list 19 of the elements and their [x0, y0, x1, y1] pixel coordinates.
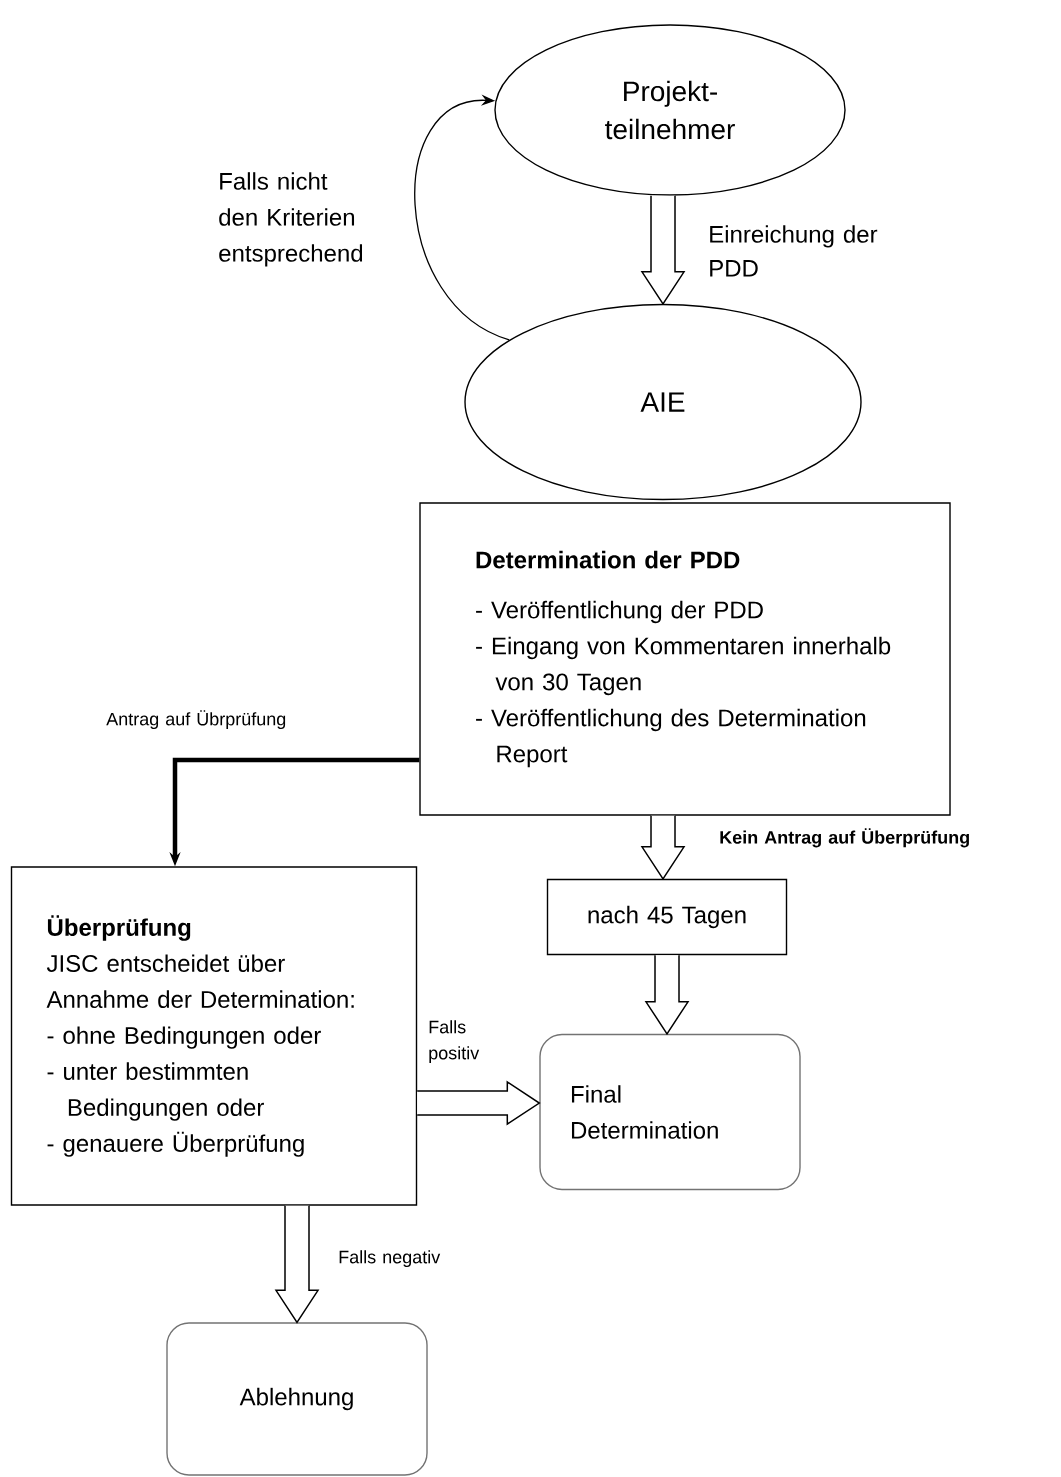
- ellipse-node: AIE: [464, 303, 862, 501]
- edge-label: Kein Antrag auf Überprüfung: [720, 828, 969, 848]
- process-box: Überprüfung JISC entscheidet über Annahme der Determination: - ohne Bedingungen oder - unter bestimmten Bedingungen oder - genauere Überprüfung: [10, 866, 418, 1206]
- process-box: Determination der PDD - Veröffentlichung der PDD - Eingang von Kommentaren innerhalb von 30 Tagen - Veröffentlichung des Determination Report: [419, 502, 951, 816]
- arrow: [640, 194, 686, 306]
- arrow: [644, 954, 690, 1036]
- arrow: [274, 1204, 320, 1324]
- rounded-box: Final Determination: [539, 1033, 801, 1191]
- arrow: [640, 814, 686, 881]
- edge-label: Falls nicht den Kriterien entsprechend: [219, 172, 363, 267]
- edge-label: Falls negativ: [339, 1250, 441, 1267]
- edge-label: Antrag auf Übrprüfung: [106, 710, 286, 729]
- rounded-box: Ablehnung: [166, 1322, 428, 1476]
- process-box: nach 45 Tagen: [546, 878, 788, 956]
- edge-label: Einreichung der PDD: [710, 225, 878, 277]
- arrow: [416, 1080, 541, 1126]
- edge-label: Falls positiv: [429, 1020, 480, 1063]
- arrow: [414, 94, 510, 341]
- ellipse-node: Projekt- teilnehmer: [494, 24, 846, 196]
